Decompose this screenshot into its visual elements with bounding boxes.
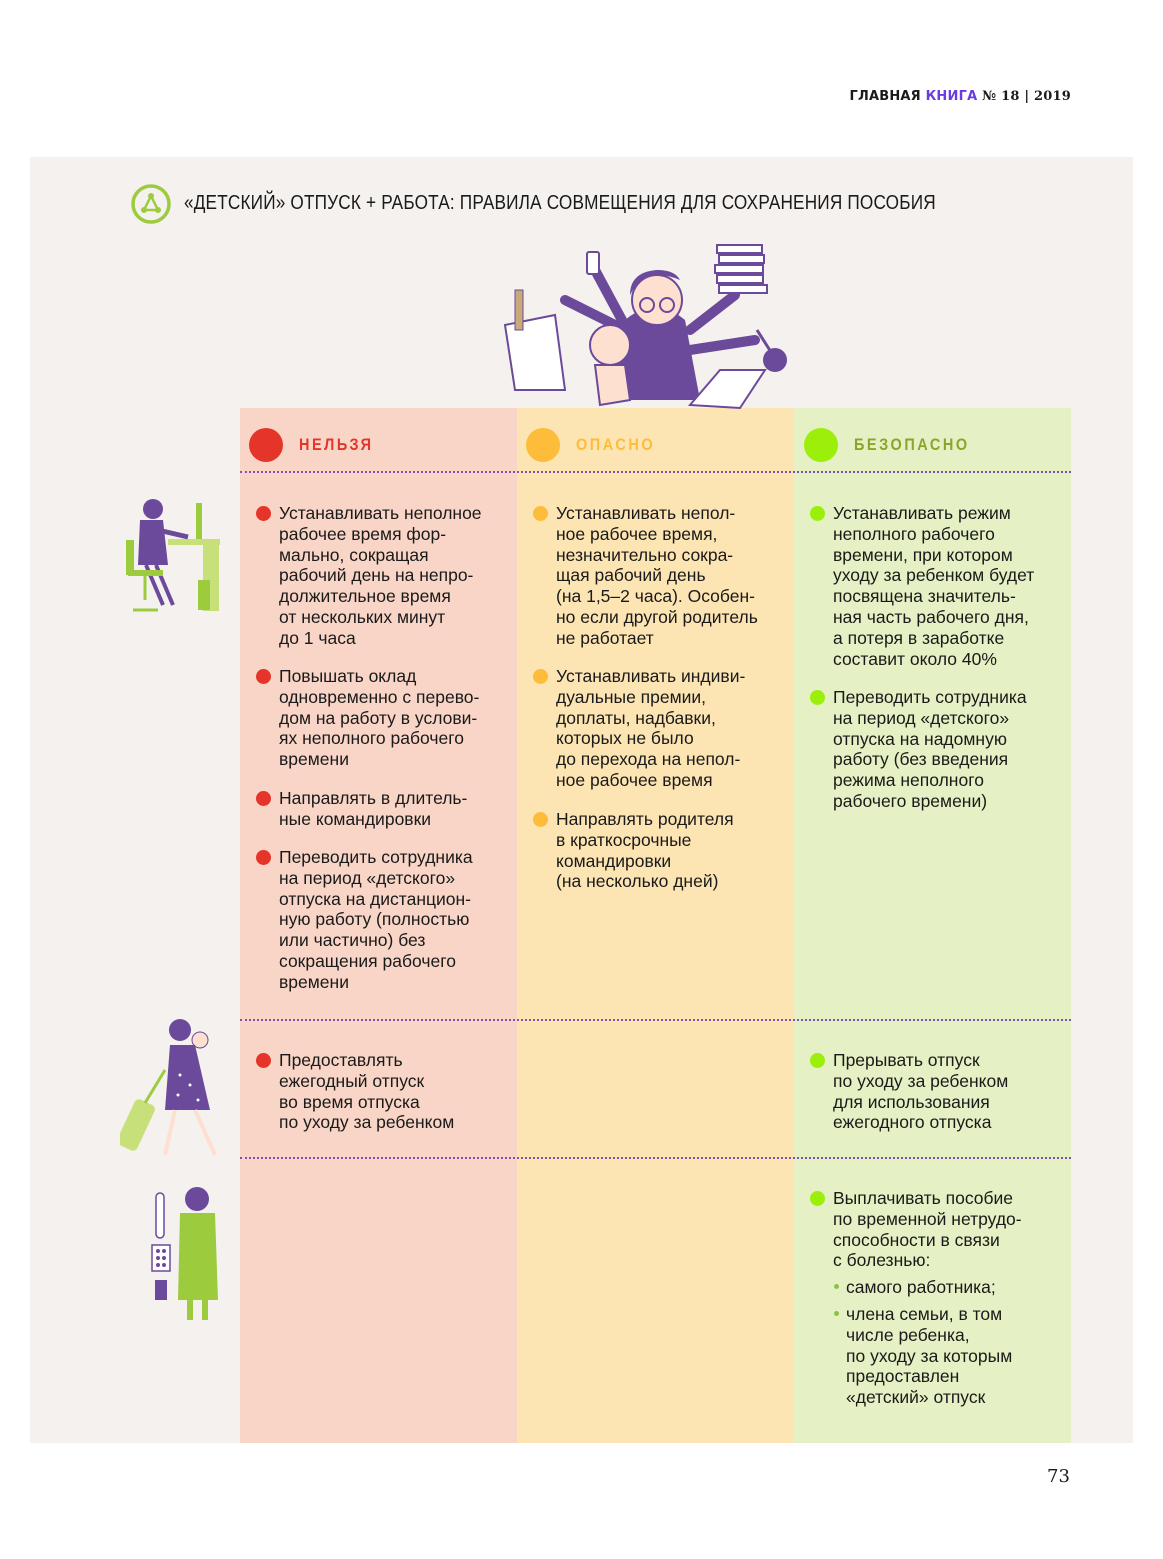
- list-item: Переводить сотрудника на период «детског…: [256, 847, 491, 993]
- sub-bullet-icon: [834, 1284, 839, 1289]
- item-text: Выплачивать пособие по временной нетрудо…: [833, 1188, 1022, 1271]
- bullet-icon: [810, 1053, 825, 1068]
- list-item: Устанавливать непол- ное рабочее время, …: [533, 503, 768, 649]
- column-forbidden: [240, 408, 517, 1443]
- page-number: 73: [1047, 1466, 1070, 1487]
- infographic-title: «ДЕТСКИЙ» ОТПУСК + РАБОТА: ПРАВИЛА СОВМЕ…: [184, 192, 936, 214]
- list-item: Прерывать отпуск по уходу за ребенком дл…: [810, 1050, 1065, 1133]
- item-text: Направлять в длитель- ные командировки: [279, 788, 468, 829]
- multitasking-mother-illustration: [503, 244, 787, 410]
- header-forbidden: НЕЛЬЗЯ: [249, 428, 387, 462]
- bullet-icon: [256, 1053, 271, 1068]
- list-item: Выплачивать пособие по временной нетрудо…: [810, 1188, 1065, 1271]
- bullet-icon: [533, 812, 548, 827]
- sub-bullet-icon: [834, 1311, 839, 1316]
- divider: [240, 471, 1071, 473]
- bullet-icon: [810, 506, 825, 521]
- issue-number: № 18 | 2019: [982, 89, 1071, 104]
- list-item: Устанавливать режим неполного рабочего в…: [810, 503, 1065, 669]
- sub-item-text: члена семьи, в том числе ребенка, по ухо…: [846, 1304, 1013, 1408]
- divider: [240, 1157, 1071, 1159]
- item-text: Предоставлять ежегодный отпуск во время …: [279, 1050, 455, 1133]
- sick-person-icon: [151, 1187, 218, 1320]
- traveling-mother-icon: [120, 1019, 217, 1156]
- orange-dot-icon: [526, 428, 560, 462]
- item-text: Переводить сотрудника на период «детског…: [833, 687, 1027, 811]
- list-item: Направлять родителя в краткосрочные кома…: [533, 809, 768, 892]
- bullet-icon: [533, 506, 548, 521]
- header-label: НЕЛЬЗЯ: [299, 435, 374, 454]
- bullet-icon: [256, 506, 271, 521]
- item-text: Устанавливать неполное рабочее время фор…: [279, 503, 482, 648]
- item-text: Прерывать отпуск по уходу за ребенком дл…: [833, 1050, 1009, 1133]
- header-safe: БЕЗОПАСНО: [804, 428, 990, 462]
- bullet-icon: [810, 690, 825, 705]
- item-text: Переводить сотрудника на период «детског…: [279, 847, 473, 992]
- brand-name-accent: КНИГА: [925, 89, 978, 104]
- sub-item-text: самого работника;: [846, 1277, 996, 1297]
- header-label: ОПАСНО: [576, 435, 656, 454]
- item-text: Устанавливать непол- ное рабочее время, …: [556, 503, 758, 648]
- red-dot-icon: [249, 428, 283, 462]
- header-label: БЕЗОПАСНО: [854, 435, 970, 454]
- column-safe: [794, 408, 1071, 1443]
- green-dot-icon: [804, 428, 838, 462]
- list-item: Переводить сотрудника на период «детског…: [810, 687, 1065, 812]
- bullet-icon: [810, 1191, 825, 1206]
- bullet-icon: [256, 791, 271, 806]
- bullet-icon: [256, 669, 271, 684]
- list-item: Направлять в длитель- ные командировки: [256, 788, 491, 830]
- office-worker-icon: [126, 499, 220, 612]
- bullet-icon: [533, 669, 548, 684]
- divider: [240, 1019, 1071, 1021]
- list-item: Устанавливать индиви- дуальные премии, д…: [533, 666, 768, 791]
- bullet-icon: [256, 850, 271, 865]
- brand-name: ГЛАВНАЯ: [849, 89, 921, 104]
- column-risky: [517, 408, 794, 1443]
- list-item: Устанавливать неполное рабочее время фор…: [256, 503, 491, 649]
- triangle-network-icon: [131, 184, 171, 224]
- list-item: Предоставлять ежегодный отпуск во время …: [256, 1050, 491, 1133]
- header-risky: ОПАСНО: [526, 428, 669, 462]
- item-text: Повышать оклад одновременно с перево- до…: [279, 666, 480, 770]
- item-text: Направлять родителя в краткосрочные кома…: [556, 809, 734, 892]
- sub-item: самого работника;: [834, 1277, 996, 1298]
- masthead: ГЛАВНАЯ КНИГА № 18 | 2019: [849, 89, 1071, 104]
- sub-item: члена семьи, в том числе ребенка, по ухо…: [834, 1304, 1012, 1408]
- item-text: Устанавливать режим неполного рабочего в…: [833, 503, 1035, 669]
- item-text: Устанавливать индиви- дуальные премии, д…: [556, 666, 746, 790]
- list-item: Повышать оклад одновременно с перево- до…: [256, 666, 491, 770]
